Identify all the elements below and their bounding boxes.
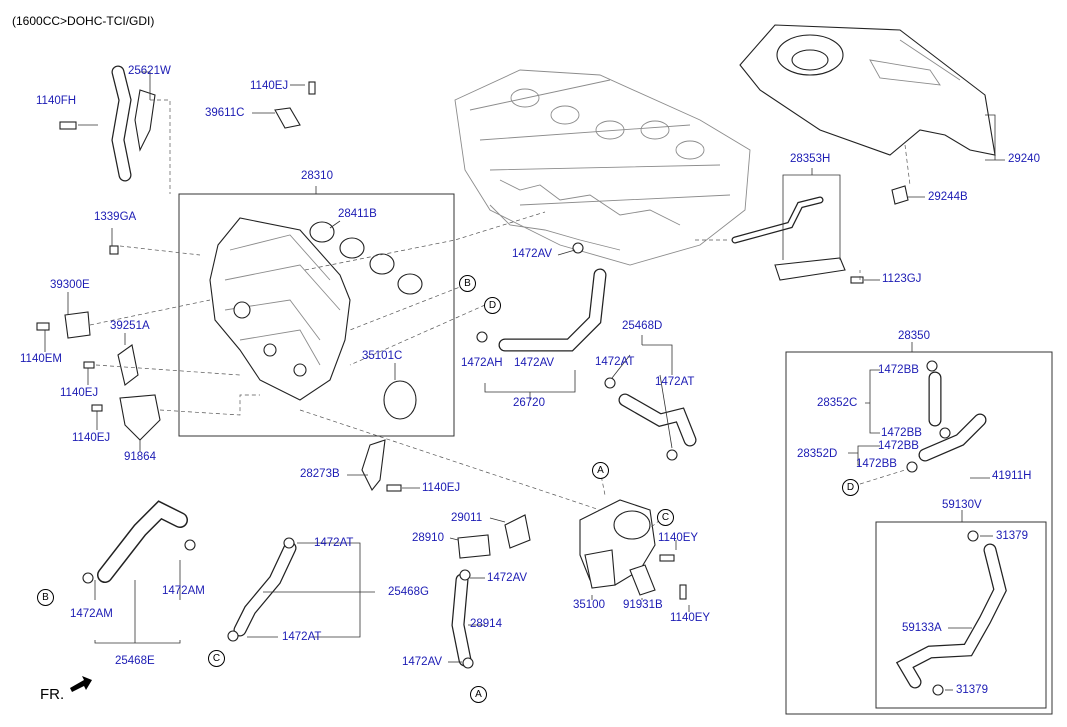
part-label-1472at-b[interactable]: 1472AT [655, 376, 695, 388]
part-label-28273b[interactable]: 28273B [300, 468, 340, 480]
part-label-31379-a[interactable]: 31379 [996, 530, 1028, 542]
part-label-26720[interactable]: 26720 [513, 397, 545, 409]
intake-gasket [309, 221, 423, 295]
part-label-1140ej-c[interactable]: 1140EJ [422, 482, 461, 494]
intake-manifold [209, 217, 351, 401]
callout-b-manifold: B [459, 275, 476, 292]
engine-block-outline [454, 69, 751, 266]
part-label-1123gj[interactable]: 1123GJ [882, 273, 922, 285]
front-arrow-icon [70, 676, 92, 692]
part-label-1140em[interactable]: 1140EM [20, 353, 62, 365]
clamp-icons [82, 242, 979, 696]
callout-a-throttle: A [592, 462, 609, 479]
part-label-1140ey-b[interactable]: 1140EY [670, 612, 711, 624]
sensor-39611c [274, 107, 301, 129]
part-label-39611c[interactable]: 39611C [205, 107, 245, 119]
bracket-28273b [361, 439, 386, 492]
part-label-1140ej-b[interactable]: 1140EJ [72, 432, 111, 444]
part-label-1472bb-c[interactable]: 1472BB [878, 440, 919, 452]
part-label-28350[interactable]: 28350 [898, 330, 930, 342]
part-label-1472av-d[interactable]: 1472AV [402, 656, 443, 668]
part-label-1472av-c[interactable]: 1472AV [487, 572, 528, 584]
part-label-1140ej-top[interactable]: 1140EJ [250, 80, 289, 92]
part-label-39251a[interactable]: 39251A [110, 320, 150, 332]
part-label-59130v[interactable]: 59130V [942, 499, 982, 511]
part-label-1472at-c[interactable]: 1472AT [314, 537, 354, 549]
leader-lines [44, 71, 1005, 691]
hose-sub-group-box [875, 521, 1047, 709]
callout-a-hose: A [470, 686, 487, 703]
part-label-1140ey-a[interactable]: 1140EY [658, 532, 699, 544]
part-label-1472am-a[interactable]: 1472AM [70, 608, 113, 620]
part-label-25468e[interactable]: 25468E [115, 655, 155, 667]
part-label-25468d[interactable]: 25468D [622, 320, 663, 332]
part-label-28910[interactable]: 28910 [412, 532, 444, 544]
pipe-28353h [731, 196, 824, 244]
part-label-1472at-d[interactable]: 1472AT [282, 631, 322, 643]
cover-grommet [891, 185, 909, 205]
part-label-1472bb-b[interactable]: 1472BB [881, 427, 922, 439]
part-label-1472av-top[interactable]: 1472AV [512, 248, 553, 260]
part-label-35100[interactable]: 35100 [573, 599, 605, 611]
part-label-41911h[interactable]: 41911H [992, 470, 1032, 482]
part-label-1472at-a[interactable]: 1472AT [595, 356, 635, 368]
sensor-39300e [64, 311, 91, 339]
bracket-91931b [629, 564, 656, 596]
bracket-39251a [117, 344, 139, 386]
front-marker: FR. [40, 686, 65, 703]
part-label-1472bb-d[interactable]: 1472BB [856, 458, 897, 470]
part-label-1140ej-a[interactable]: 1140EJ [60, 387, 99, 399]
part-label-28352c[interactable]: 28352C [817, 397, 858, 409]
part-label-1339ga[interactable]: 1339GA [94, 211, 137, 223]
hose-assembly-group-box [785, 351, 1053, 715]
part-label-1472am-b[interactable]: 1472AM [162, 585, 205, 597]
part-label-29240[interactable]: 29240 [1008, 153, 1040, 165]
part-label-28352d[interactable]: 28352D [797, 448, 838, 460]
part-label-91931b[interactable]: 91931B [623, 599, 663, 611]
bolt-icons [36, 81, 864, 600]
part-label-28914[interactable]: 28914 [470, 618, 502, 630]
part-label-91864[interactable]: 91864 [124, 451, 156, 463]
part-label-29011[interactable]: 29011 [451, 512, 483, 524]
part-label-28411b[interactable]: 28411B [338, 208, 377, 220]
throttle-o-ring [383, 380, 417, 420]
callout-c-throttle: C [657, 509, 674, 526]
part-label-25621w[interactable]: 25621W [128, 65, 171, 77]
part-label-1472av-mid[interactable]: 1472AV [514, 357, 555, 369]
part-label-1472ah[interactable]: 1472AH [461, 357, 503, 369]
part-label-25468g[interactable]: 25468G [388, 586, 429, 598]
part-label-28310[interactable]: 28310 [301, 170, 333, 182]
valve-28910 [457, 534, 491, 559]
part-label-1140fh[interactable]: 1140FH [36, 95, 77, 107]
intake-manifold-group-box [178, 193, 455, 437]
part-label-59133a[interactable]: 59133A [902, 622, 942, 634]
callout-d-right: D [842, 479, 859, 496]
callout-d-manifold: D [484, 297, 501, 314]
part-label-29244b[interactable]: 29244B [928, 191, 968, 203]
reference-lines [89, 99, 911, 529]
engine-spec-header: (1600CC>DOHC-TCI/GDI) [12, 14, 155, 28]
part-label-35101c[interactable]: 35101C [362, 350, 403, 362]
callout-b-hose: B [37, 589, 54, 606]
valve-29011 [504, 514, 531, 549]
engine-cover [739, 24, 996, 156]
part-label-1472bb-a[interactable]: 1472BB [878, 364, 919, 376]
callout-c-hose: C [208, 650, 225, 667]
part-label-28353h[interactable]: 28353H [790, 153, 831, 165]
part-label-39300e[interactable]: 39300E [50, 279, 90, 291]
actuator-91864 [119, 394, 161, 441]
part-label-31379-b[interactable]: 31379 [956, 684, 988, 696]
